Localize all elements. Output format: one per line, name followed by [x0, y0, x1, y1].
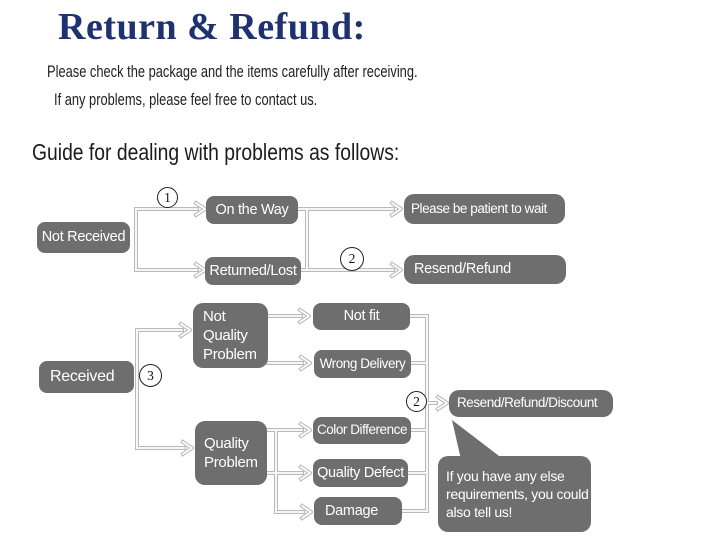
- subtitle-line-2: If any problems, please feel free to con…: [54, 91, 318, 109]
- node-resend-refund: Resend/Refund: [404, 255, 566, 284]
- badge-step-2-bottom: 2: [406, 391, 427, 412]
- page-title: Return & Refund:: [58, 6, 366, 48]
- node-not-fit: Not fit: [313, 303, 410, 330]
- subtitle-line-1: Please check the package and the items c…: [47, 63, 418, 81]
- node-quality-problem: Quality Problem: [195, 421, 267, 485]
- node-please-be-patient: Please be patient to wait: [404, 194, 565, 224]
- badge-step-2-top: 2: [340, 247, 364, 271]
- badge-step-3: 3: [139, 364, 162, 387]
- node-color-difference: Color Difference: [313, 417, 411, 444]
- node-not-received: Not Received: [37, 222, 130, 253]
- node-quality-defect: Quality Defect: [313, 459, 408, 487]
- node-not-quality-problem: Not Quality Problem: [193, 303, 268, 368]
- node-returned-lost: Returned/Lost: [205, 257, 301, 285]
- section-heading: Guide for dealing with problems as follo…: [32, 139, 400, 165]
- node-resend-refund-discount: Resend/Refund/Discount: [449, 390, 613, 417]
- node-on-the-way: On the Way: [206, 196, 298, 224]
- note-bubble: If you have any else requirements, you c…: [438, 456, 591, 532]
- node-damage: Damage: [314, 497, 402, 525]
- node-wrong-delivery: Wrong Delivery: [314, 350, 411, 378]
- badge-step-1: 1: [157, 187, 178, 208]
- node-received: Received: [39, 361, 134, 393]
- bubble-tail: [452, 420, 503, 464]
